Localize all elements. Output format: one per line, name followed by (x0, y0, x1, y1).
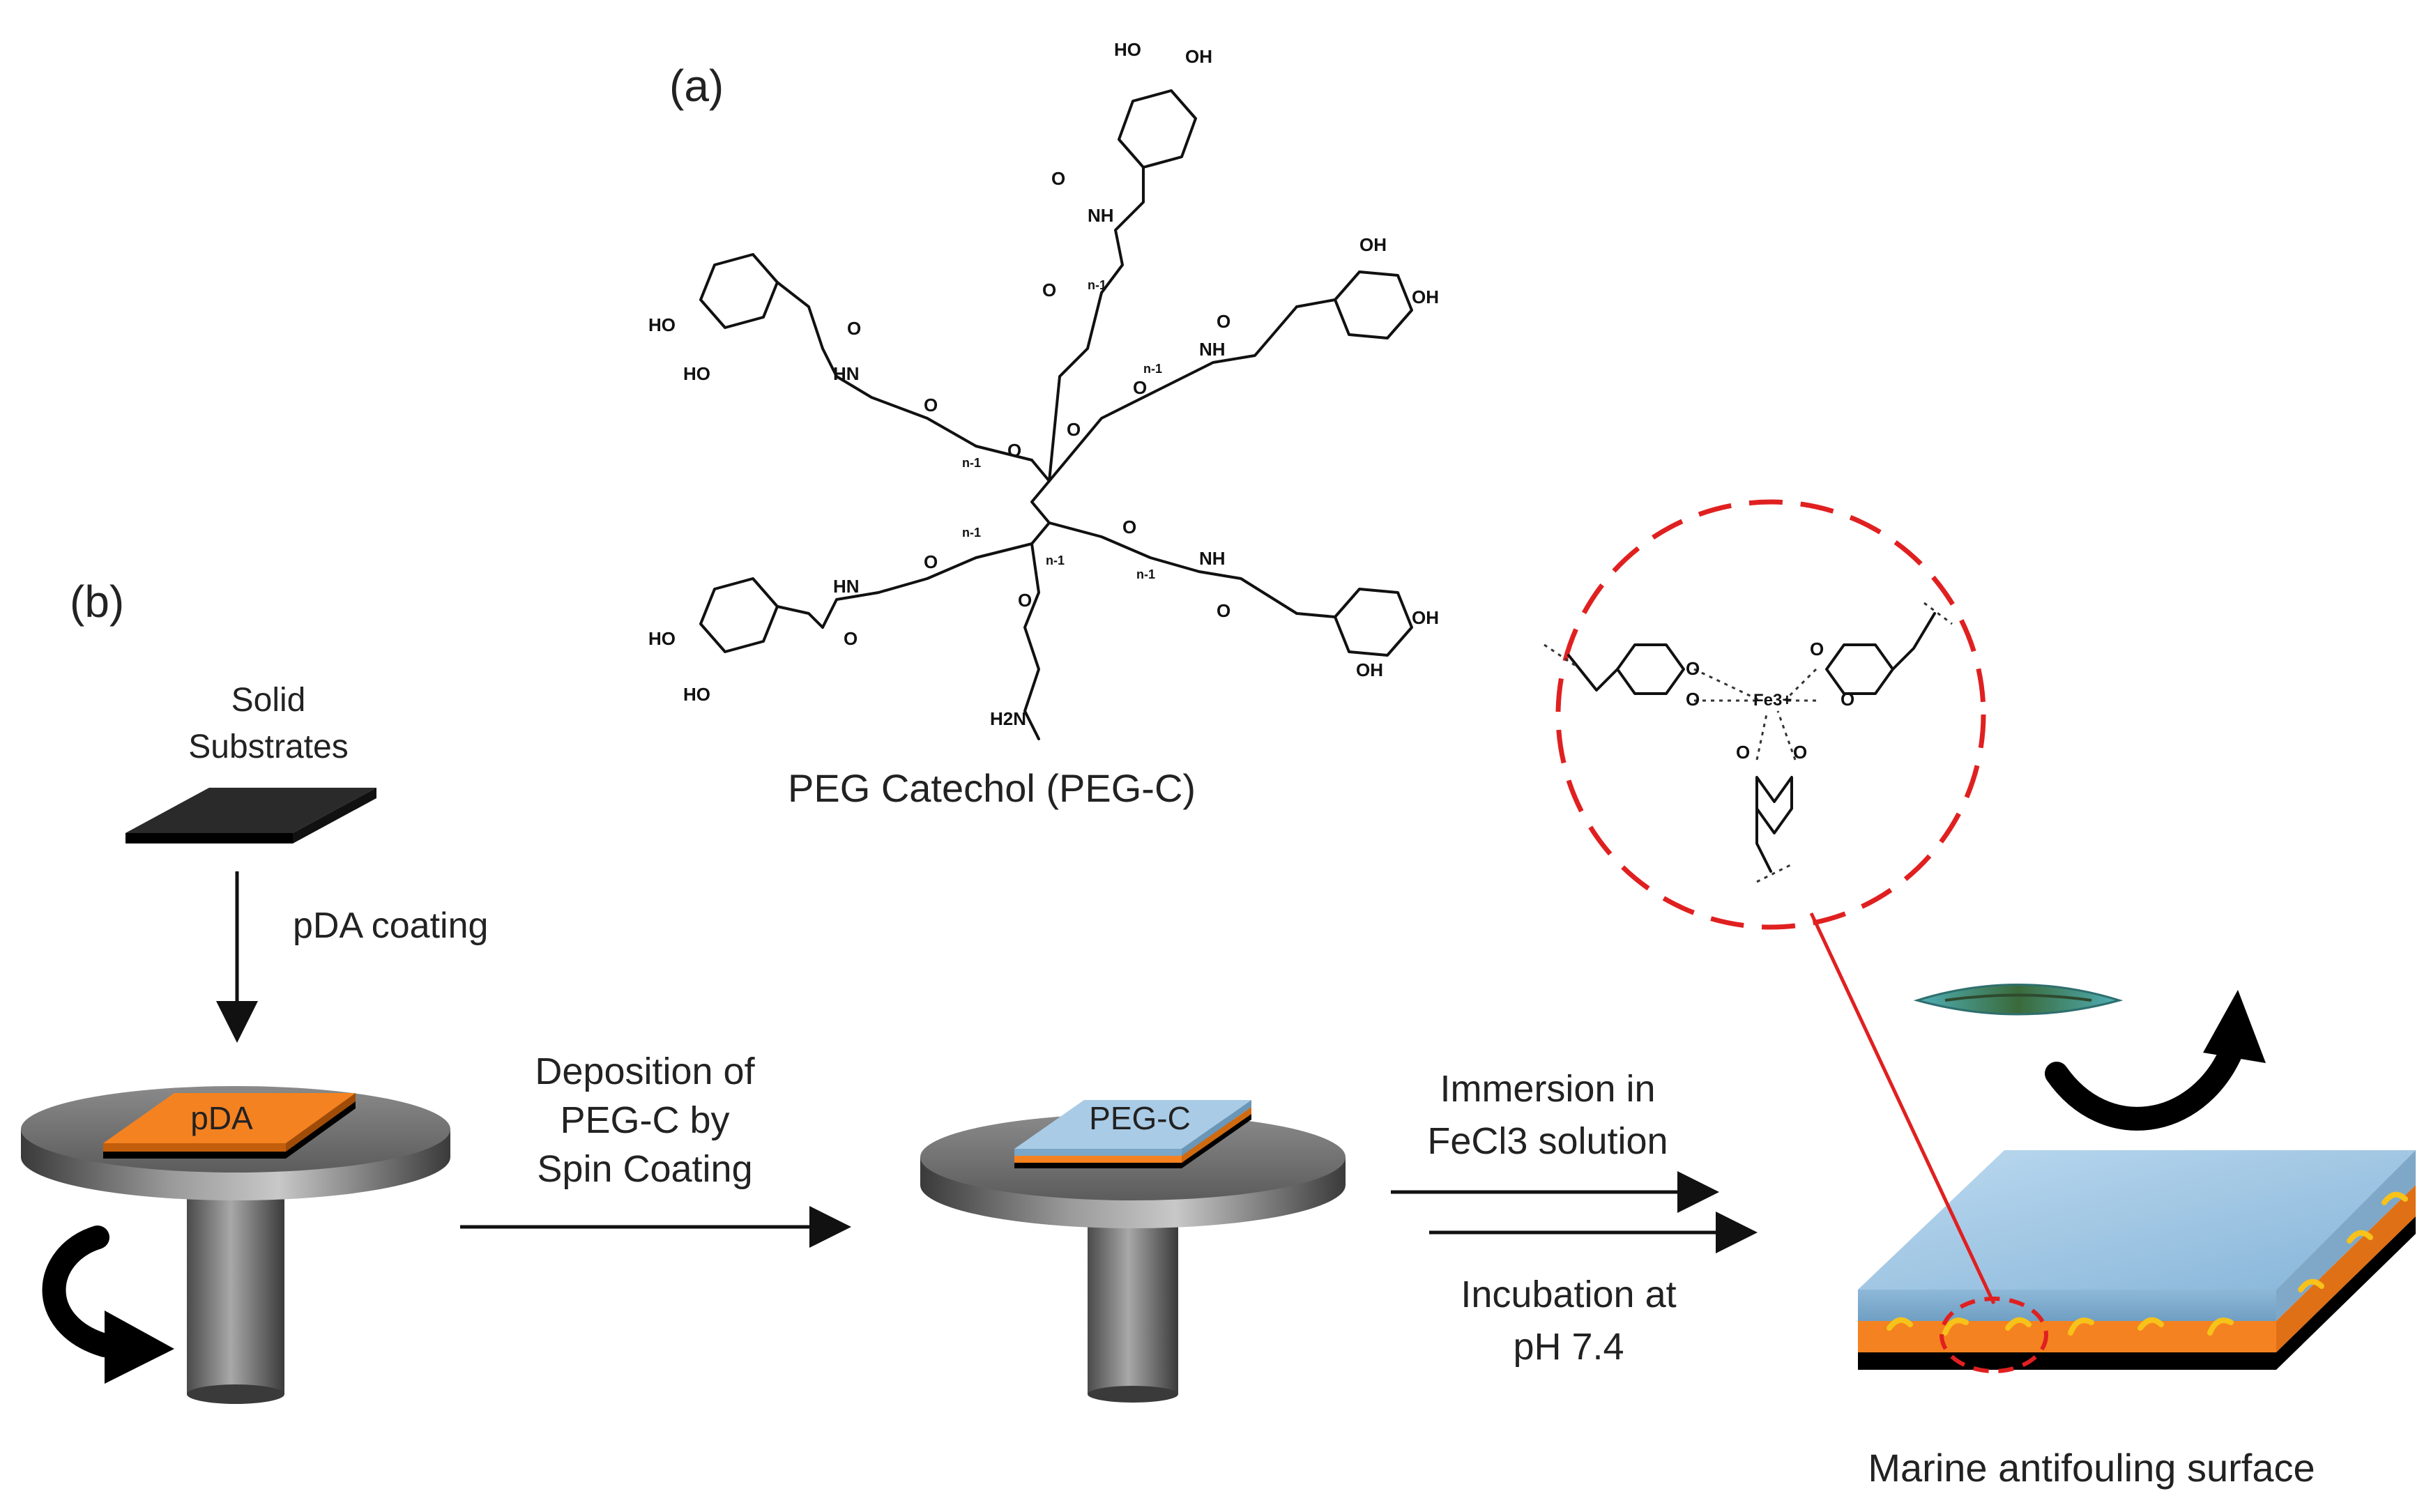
svg-text:O: O (1007, 440, 1021, 461)
svg-text:O: O (1042, 280, 1056, 300)
peg-catechol-structure: HO OH O NH O n-1 HO HO O HN O n-1 O OH O… (648, 39, 1439, 740)
pegc-plate-label: PEG-C (1089, 1100, 1191, 1136)
svg-text:O: O (1841, 689, 1854, 710)
substrate-label-line2: Substrates (188, 728, 348, 765)
svg-text:HO: HO (648, 314, 676, 335)
spin-coater-pegc (920, 1100, 1346, 1403)
panel-b-label: (b) (70, 576, 124, 627)
svg-text:O: O (924, 551, 938, 572)
svg-text:n-1: n-1 (1046, 553, 1065, 567)
svg-text:O: O (1067, 419, 1081, 440)
svg-text:O: O (1686, 658, 1700, 679)
svg-text:HO: HO (683, 684, 710, 705)
svg-text:NH: NH (1199, 339, 1226, 360)
svg-text:OH: OH (1359, 234, 1387, 255)
svg-text:Fe3+: Fe3+ (1753, 691, 1792, 710)
svg-text:O: O (1122, 517, 1136, 537)
step2-line3: Spin Coating (537, 1148, 752, 1190)
svg-text:O: O (1018, 590, 1032, 611)
svg-text:O: O (847, 318, 861, 339)
rotation-arrow-icon (42, 1225, 116, 1357)
zoom-connector (1809, 912, 1996, 1305)
svg-text:OH: OH (1412, 287, 1439, 307)
result-label: Marine antifouling surface (1868, 1446, 2315, 1490)
zoom-spot-circle (1940, 1297, 2048, 1373)
step3b-line2: pH 7.4 (1513, 1326, 1624, 1368)
svg-text:O: O (1051, 168, 1065, 189)
svg-text:n-1: n-1 (962, 456, 981, 470)
svg-text:HO: HO (648, 628, 676, 649)
spin-coater-pda (21, 1086, 450, 1404)
svg-text:NH: NH (1088, 205, 1114, 226)
svg-text:OH: OH (1356, 659, 1383, 680)
svg-text:HN: HN (833, 363, 860, 384)
step2-line2: PEG-C by (560, 1099, 729, 1141)
svg-text:H2N: H2N (990, 708, 1026, 729)
svg-text:O: O (1810, 639, 1824, 659)
svg-text:n-1: n-1 (1136, 567, 1155, 581)
svg-text:O: O (1736, 742, 1750, 763)
step3a-line1: Immersion in (1440, 1068, 1655, 1110)
zoom-circle (1555, 499, 1986, 930)
step2-line1: Deposition of (535, 1051, 755, 1092)
svg-text:HO: HO (1114, 39, 1141, 60)
svg-text:O: O (1793, 742, 1807, 763)
panel-a-label: (a) (669, 61, 724, 111)
peg-c-caption: PEG Catechol (PEG-C) (788, 766, 1196, 810)
svg-text:HN: HN (833, 576, 860, 597)
release-arrow-icon (2045, 1041, 2243, 1131)
svg-text:HO: HO (683, 363, 710, 384)
substrate-label-line1: Solid (231, 682, 306, 719)
svg-text:n-1: n-1 (1088, 278, 1106, 292)
step3a-line2: FeCl3 solution (1427, 1120, 1668, 1162)
svg-text:O: O (1217, 600, 1230, 621)
svg-text:n-1: n-1 (1143, 362, 1162, 376)
diatom-icon (1913, 984, 2124, 1016)
svg-text:NH: NH (1199, 548, 1226, 569)
antifouling-surface (1858, 1150, 2416, 1370)
svg-text:O: O (1686, 689, 1700, 710)
svg-text:OH: OH (1412, 607, 1439, 628)
solid-substrate (125, 788, 376, 843)
svg-text:OH: OH (1185, 46, 1212, 67)
fe-catechol-complex: O O O O O O Fe3+ (1544, 602, 1953, 883)
step3b-line1: Incubation at (1461, 1274, 1676, 1315)
pda-coating-label: pDA coating (293, 906, 488, 946)
svg-text:O: O (844, 628, 858, 649)
svg-text:n-1: n-1 (962, 526, 981, 540)
pda-plate-label: pDA (190, 1100, 253, 1136)
svg-text:O: O (1217, 311, 1230, 332)
svg-text:O: O (1133, 377, 1147, 398)
svg-text:O: O (924, 395, 938, 415)
